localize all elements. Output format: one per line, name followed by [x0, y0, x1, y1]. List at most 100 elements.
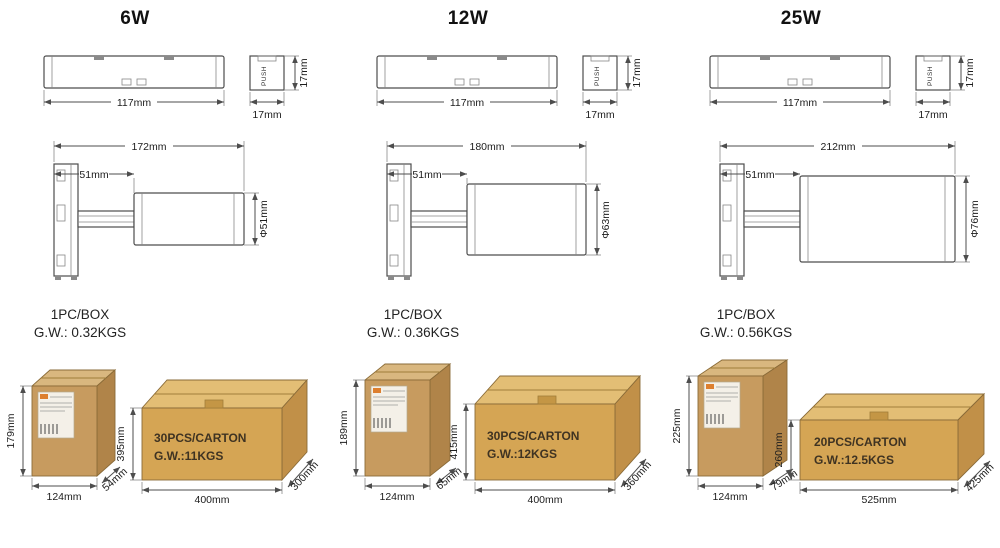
box-label [37, 391, 75, 439]
track-side-view: PUSH [582, 55, 618, 91]
side-height-label: 17mm [964, 58, 976, 87]
side-width-label: 17mm [918, 109, 947, 121]
base-length-label: 51mm [79, 169, 108, 181]
product-column-25w: 25W PUSH 117mm [666, 0, 1000, 548]
total-length-label: 172mm [131, 141, 166, 153]
per-box-label: 1PC/BOX [716, 307, 776, 322]
carton-width-label: 525mm [861, 494, 896, 506]
side-height-dimension: 17mm [617, 55, 643, 91]
carton-width-label: 400mm [194, 494, 229, 506]
inner-box [30, 368, 117, 478]
carton-height-label: 415mm [448, 424, 460, 459]
carton-width-dimension: 400mm [141, 482, 283, 506]
base-length-label: 51mm [412, 169, 441, 181]
push-label: PUSH [261, 66, 268, 86]
inner-box [696, 359, 789, 477]
track-length-label: 117mm [783, 97, 817, 109]
carton-qty-label: 20PCS/CARTON [814, 435, 906, 449]
per-box-label: 1PC/BOX [383, 307, 443, 322]
carton-width-label: 400mm [527, 494, 562, 506]
track-length-dimension: 117mm [376, 90, 558, 109]
lamp-arm [743, 210, 801, 228]
track-side-view: PUSH [249, 55, 285, 91]
diameter-label: Φ63mm [600, 201, 612, 239]
product-title: 6W [120, 8, 150, 29]
push-label: PUSH [927, 66, 934, 86]
track-length-label: 117mm [450, 97, 484, 109]
diameter-label: Φ51mm [258, 200, 270, 238]
packaging-drawing: 189mm 124mm 65mm 30PCS/CARTON G.W.:12KGS [338, 363, 654, 506]
packing-info: 1PC/BOX G.W.: 0.36KGS [347, 306, 479, 342]
box-depth-dimension: 79mm [768, 467, 800, 494]
product-column-12w: 12W PUSH 117mm [333, 0, 667, 548]
carton-width-dimension: 525mm [799, 482, 959, 506]
lamp-arm [77, 210, 135, 228]
carton: 30PCS/CARTON G.W.:12KGS [473, 374, 642, 482]
box-width-label: 124mm [46, 491, 81, 503]
track-mount [719, 163, 745, 280]
box-height-dimension: 179mm [5, 385, 32, 477]
diameter-label: Φ76mm [969, 200, 981, 238]
box-weight-label: G.W.: 0.56KGS [699, 325, 793, 340]
carton-weight-label: G.W.:12.5KGS [814, 453, 894, 467]
total-length-label: 212mm [820, 141, 855, 153]
side-width-label: 17mm [252, 109, 281, 121]
lamp-cylinder [133, 192, 245, 246]
side-height-label: 17mm [631, 58, 643, 87]
box-label [370, 385, 408, 433]
carton-qty-label: 30PCS/CARTON [487, 429, 579, 443]
side-width-label: 17mm [585, 109, 614, 121]
per-box-label: 1PC/BOX [50, 307, 110, 322]
track-body [709, 55, 891, 89]
carton-height-label: 395mm [115, 426, 127, 461]
product-title: 25W [780, 8, 822, 29]
track-top-drawing: PUSH 117mm 17mm 17mm [43, 55, 310, 121]
lamp-cylinder [466, 183, 587, 256]
carton-weight-label: G.W.:11KGS [154, 449, 223, 463]
base-length-dimension: 51mm [387, 167, 468, 184]
box-label [703, 381, 741, 429]
side-height-dimension: 17mm [950, 55, 976, 91]
lamp-side-drawing: 172mm 51mm Φ51mm [53, 139, 270, 280]
packing-info: 1PC/BOX G.W.: 0.32KGS [14, 306, 146, 342]
box-width-dimension: 124mm [697, 478, 764, 503]
box-width-label: 124mm [712, 491, 747, 503]
lamp-arm [410, 210, 468, 228]
total-length-dimension: 172mm [53, 139, 245, 191]
track-length-dimension: 117mm [709, 90, 891, 109]
diameter-dimension: Φ51mm [244, 192, 270, 246]
packing-info: 1PC/BOX G.W.: 0.56KGS [680, 306, 812, 342]
box-width-label: 124mm [379, 491, 414, 503]
side-height-dimension: 17mm [284, 55, 310, 91]
product-title: 12W [447, 8, 489, 29]
packaging-drawing: 179mm 124mm 54mm 30PCS/CARTON G.W.:11KGS [5, 368, 321, 506]
box-width-dimension: 124mm [364, 478, 431, 503]
carton-height-label: 260mm [773, 432, 785, 467]
box-width-dimension: 124mm [31, 478, 98, 503]
total-length-dimension: 212mm [719, 139, 956, 174]
box-height-dimension: 225mm [671, 375, 698, 477]
lamp-side-drawing: 180mm 51mm Φ63mm [386, 139, 612, 280]
box-height-label: 189mm [338, 410, 350, 445]
track-body [43, 55, 225, 89]
carton-qty-label: 30PCS/CARTON [154, 431, 246, 445]
side-width-dimension: 17mm [582, 92, 618, 121]
side-width-dimension: 17mm [915, 92, 951, 121]
track-mount [53, 163, 79, 280]
product-column-6w: 6W PUSH 117mm 1 [0, 0, 334, 548]
track-length-dimension: 117mm [43, 90, 225, 109]
box-depth-label: 79mm [769, 467, 800, 493]
carton-weight-label: G.W.:12KGS [487, 447, 557, 461]
inner-box [363, 363, 452, 477]
lamp-cylinder [799, 175, 956, 263]
side-height-label: 17mm [298, 58, 310, 87]
track-top-drawing: PUSH 117mm 17mm 17mm [376, 55, 643, 121]
box-weight-label: G.W.: 0.36KGS [366, 325, 460, 340]
push-label: PUSH [594, 66, 601, 86]
box-height-dimension: 189mm [338, 379, 365, 477]
box-height-label: 179mm [5, 413, 17, 448]
track-body [376, 55, 558, 89]
side-width-dimension: 17mm [249, 92, 285, 121]
carton: 20PCS/CARTON G.W.:12.5KGS [798, 392, 986, 482]
